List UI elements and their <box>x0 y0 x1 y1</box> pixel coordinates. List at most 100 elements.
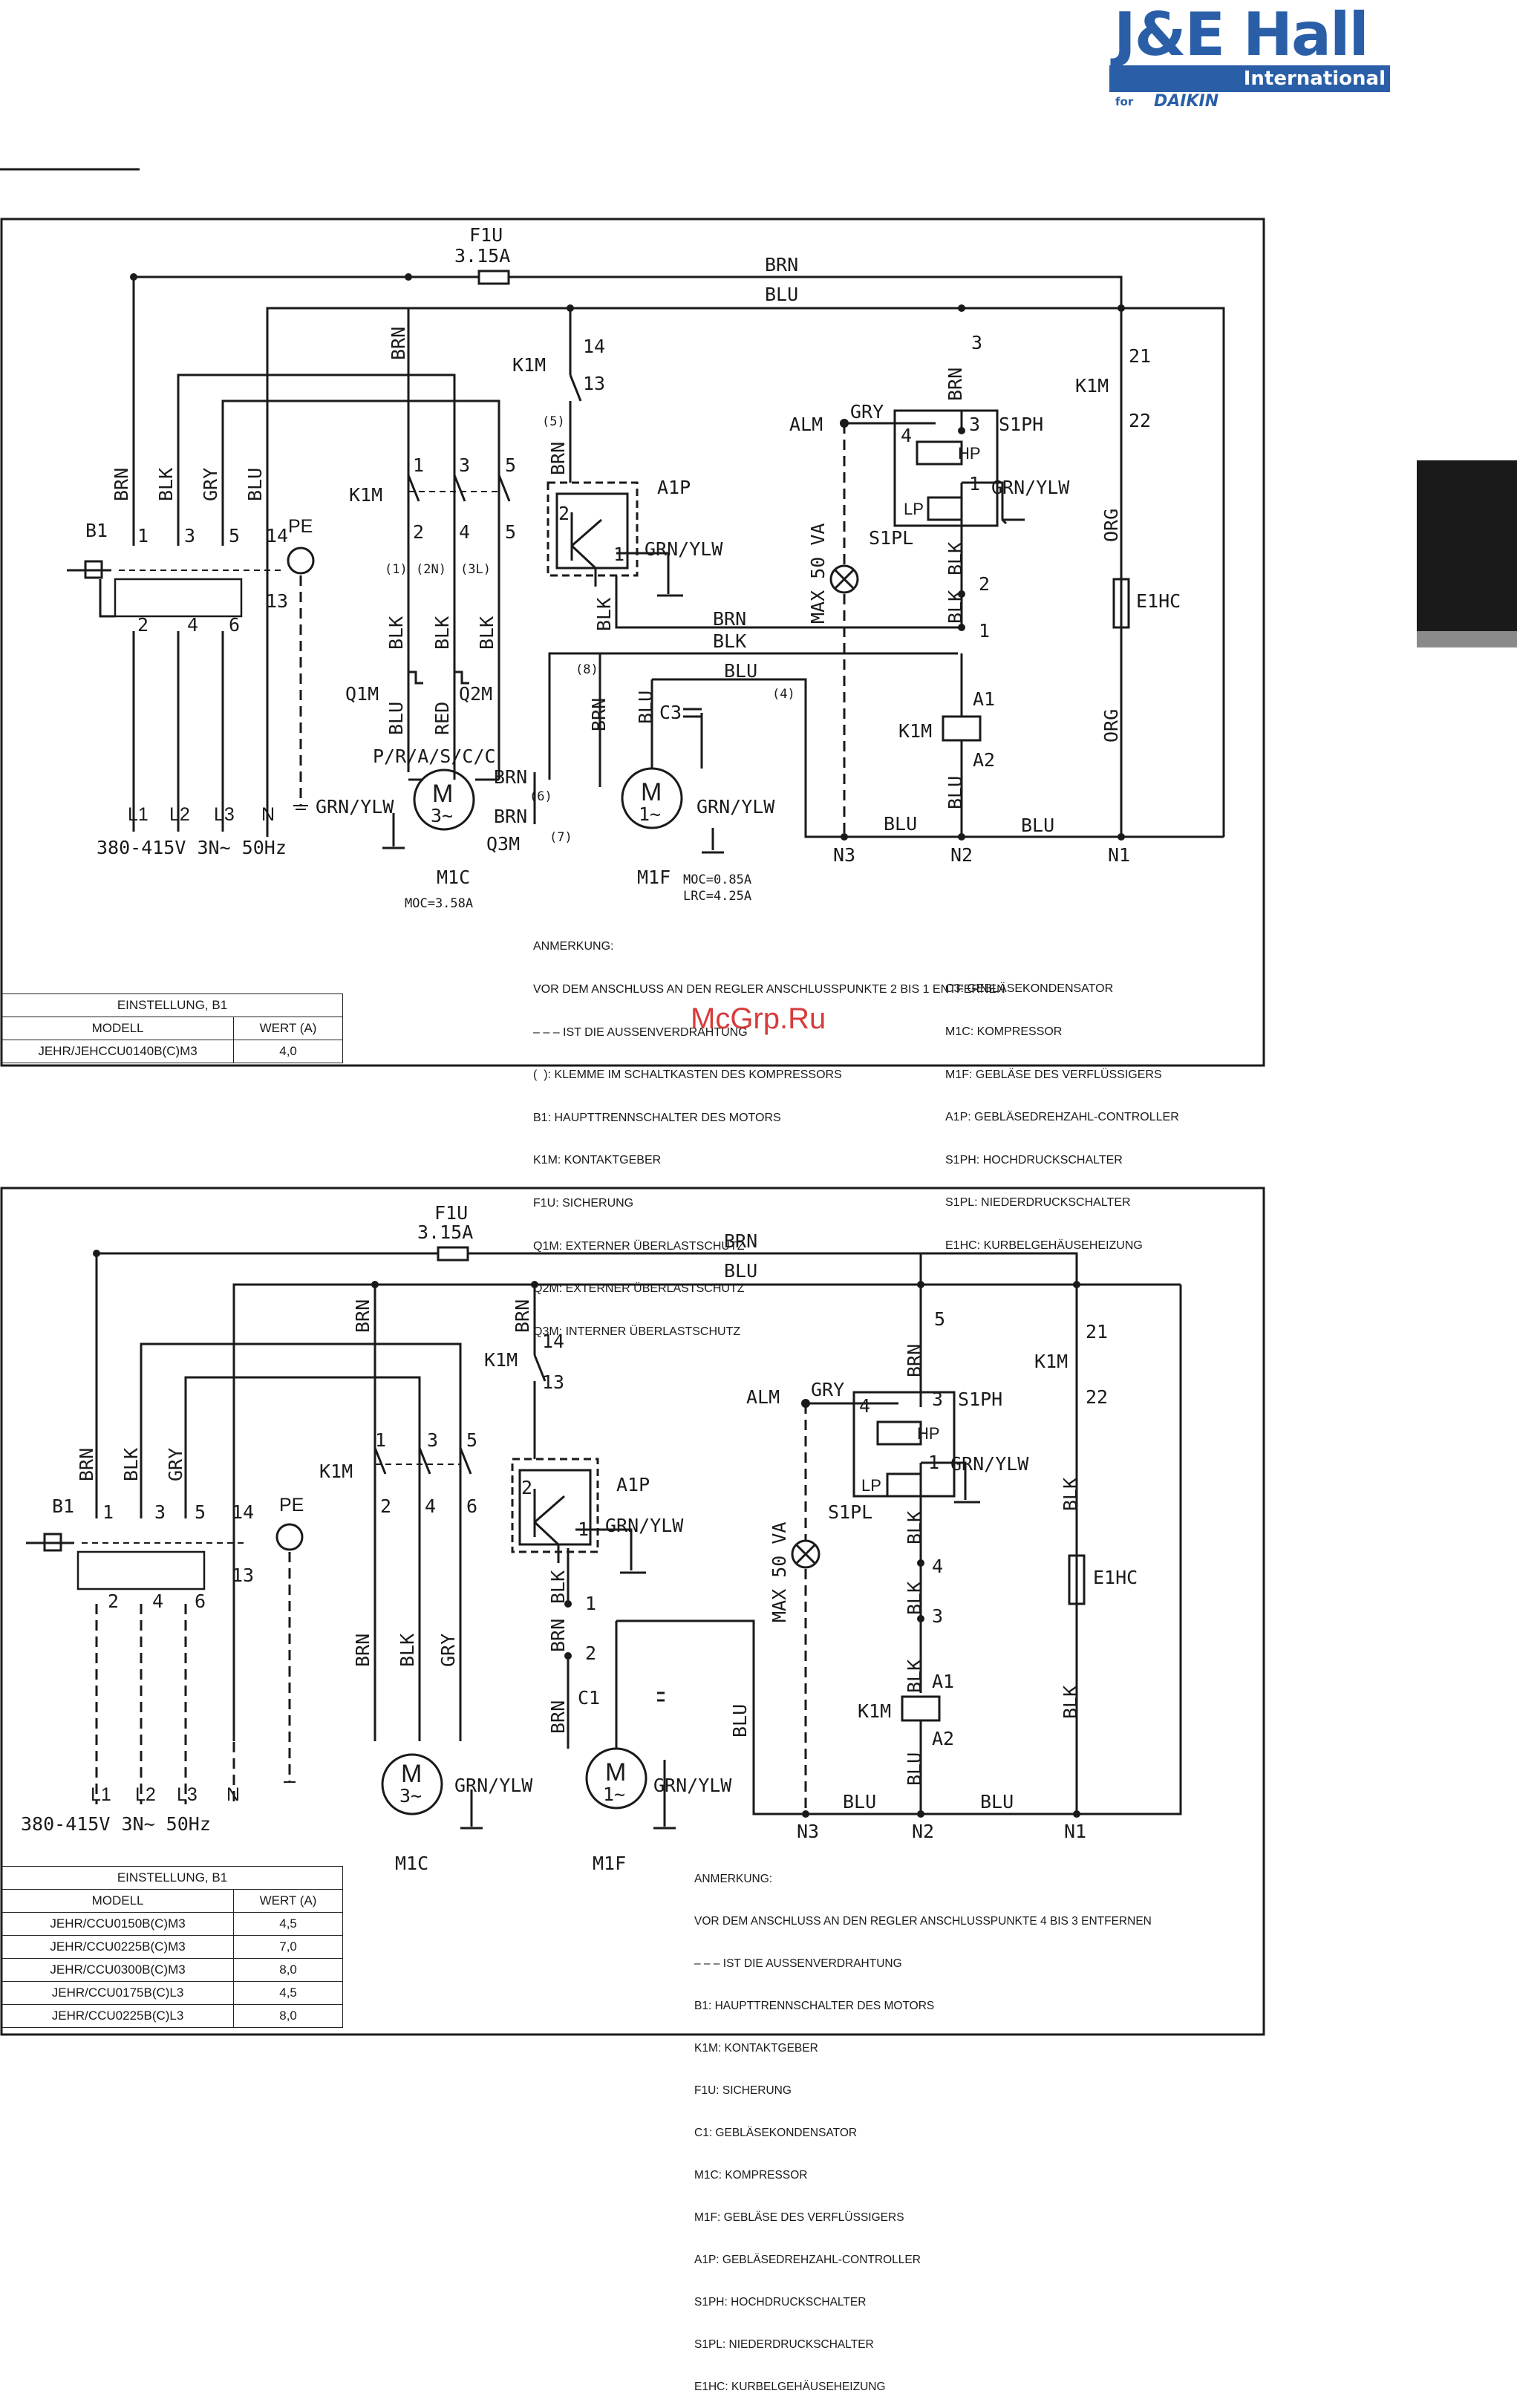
d2-k1m-t2: 2 <box>380 1495 391 1517</box>
d2-k1m-coil: K1M <box>858 1700 891 1722</box>
d2-node-2: 2 <box>585 1642 596 1664</box>
d2-m-gry: GRY <box>437 1634 459 1667</box>
d2-a1p-grnylw: GRN/YLW <box>605 1515 684 1536</box>
d1-blk-2: BLK <box>431 616 453 650</box>
d2-m1c: M1C <box>395 1853 428 1874</box>
d2-grn-ylw-c: GRN/YLW <box>454 1775 533 1796</box>
d2-hp: HP <box>917 1424 940 1443</box>
d1-b1-label: B1 <box>85 520 108 541</box>
d1-s1ph-3: 3 <box>969 414 980 435</box>
table-cell-value: 4,5 <box>233 1912 343 1936</box>
d2-l2: L2 <box>135 1784 156 1805</box>
d1-moc-c: MOC=3.58A <box>405 896 473 911</box>
d2-note: S1PH: HOCHDRUCKSCHALTER <box>694 2296 867 2309</box>
d1-q2m-label: Q2M <box>459 683 492 705</box>
d1-notes-left: ANMERKUNG: VOR DEM ANSCHLUSS AN DEN REGL… <box>533 911 1005 1353</box>
d1-k1m-t4: 4 <box>459 521 470 543</box>
d2-b1-t4: 4 <box>152 1590 163 1612</box>
d2-settings-table: EINSTELLUNG, B1 MODELL WERT (A) JEHR/CCU… <box>1 1866 343 2028</box>
d1-b1-t2: 2 <box>137 614 149 636</box>
d2-n3-blu: BLU <box>843 1791 876 1812</box>
d1-motor-phase: 3~ <box>431 805 453 826</box>
d1-org-1: ORG <box>1100 509 1122 542</box>
d1-top-3: 3 <box>971 332 982 353</box>
d1-note: S1PH: HOCHDRUCKSCHALTER <box>945 1153 1123 1167</box>
d1-b1-t13: 13 <box>266 590 288 612</box>
d1-fan-blu: BLU <box>724 660 757 682</box>
d2-n3: N3 <box>797 1821 819 1842</box>
table-header-value: WERT (A) <box>233 1889 343 1913</box>
d2-t14: 14 <box>542 1331 564 1352</box>
d1-note: K1M: KONTAKTGEBER <box>533 1154 662 1167</box>
d1-b1-t3: 3 <box>184 525 195 546</box>
d2-k1m-aux: K1M <box>484 1349 518 1371</box>
section-tab-shade <box>1417 631 1517 647</box>
d1-moc-f: MOC=0.85A <box>683 872 751 887</box>
d2-fuse-rating: 3.15A <box>417 1221 473 1243</box>
d2-m-blk: BLK <box>397 1634 418 1667</box>
d1-s1pl: S1PL <box>869 527 913 549</box>
d1-term-7: (7) <box>549 830 572 845</box>
brand-for: for <box>1115 95 1134 108</box>
table-cell-model: JEHR/CCU0175B(C)L3 <box>1 1981 235 2005</box>
table-cell-value: 8,0 <box>233 1958 343 1982</box>
d1-note: Q1M: EXTERNER ÜBERLASTSCHUTZ <box>533 1239 745 1253</box>
d2-n: N <box>226 1784 240 1805</box>
d1-term-6: (6) <box>529 789 552 804</box>
d1-note: VOR DEM ANSCHLUSS AN DEN REGLER ANSCHLUS… <box>533 983 1005 996</box>
table-cell-value: 4,5 <box>233 1981 343 2005</box>
d2-s1ph-3: 3 <box>932 1389 943 1410</box>
d2-b1-gry: GRY <box>165 1448 186 1481</box>
d2-k1m-t6: 6 <box>466 1495 477 1517</box>
table-header-model: MODELL <box>1 1017 235 1040</box>
d2-c1: C1 <box>578 1687 600 1709</box>
d2-a1: A1 <box>932 1671 954 1692</box>
d2-notes: ANMERKUNG: VOR DEM ANSCHLUSS AN DEN REGL… <box>694 1844 1152 2408</box>
d1-alm: ALM <box>789 414 823 435</box>
d1-m1c-brn-b: BRN <box>494 806 527 827</box>
d2-brn-v2: BRN <box>512 1299 533 1333</box>
d1-n1: N1 <box>1108 844 1130 866</box>
d1-settings-table: EINSTELLUNG, B1 MODELL WERT (A) JEHR/JEH… <box>1 993 343 1063</box>
d1-red-q2: RED <box>431 702 453 735</box>
brand-sub: International <box>1243 68 1386 90</box>
d2-brn-v1: BRN <box>352 1299 373 1333</box>
d2-s1pl-grn: GRN/YLW <box>950 1453 1029 1475</box>
d1-b1-t4: 4 <box>187 614 198 636</box>
table-cell-value: 4,0 <box>233 1040 343 1063</box>
d2-n2-blu: BLU <box>980 1791 1014 1812</box>
d1-lamp: MAX 50 VA <box>807 523 829 624</box>
table-cell-model: JEHR/CCU0300B(C)M3 <box>1 1958 235 1982</box>
d1-org-2: ORG <box>1100 709 1122 743</box>
table-row: JEHR/JEHCCU0140B(C)M3 4,0 <box>1 1040 343 1063</box>
d2-s1pl-1: 1 <box>928 1452 939 1473</box>
d1-k1m-t6: 5 <box>505 521 516 543</box>
d1-note: M1C: KOMPRESSOR <box>945 1025 1063 1039</box>
d2-b1-t2: 2 <box>108 1590 119 1612</box>
d2-b1-t1: 1 <box>102 1501 114 1523</box>
d1-t21: 21 <box>1129 345 1151 367</box>
d1-pe-label: PE <box>288 516 313 537</box>
d2-fan-blu: BLU <box>729 1704 751 1738</box>
d1-lp: LP <box>904 500 924 518</box>
d1-n2-blu: BLU <box>1021 815 1054 836</box>
d1-a1p-grnylw: GRN/YLW <box>645 538 723 560</box>
d2-k1m-t1: 1 <box>375 1429 386 1451</box>
d2-note: M1F: GEBLÄSE DES VERFLÜSSIGERS <box>694 2211 904 2224</box>
d2-b1-t6: 6 <box>195 1590 206 1612</box>
d1-b1-blu: BLU <box>244 468 266 501</box>
d2-note: VOR DEM ANSCHLUSS AN DEN REGLER ANSCHLUS… <box>694 1915 1152 1928</box>
d2-t3: 3 <box>932 1605 943 1627</box>
d2-s1ph: S1PH <box>958 1389 1002 1410</box>
d2-b1-t5: 5 <box>195 1501 206 1523</box>
d1-a1p-2: 2 <box>558 503 570 524</box>
d1-a1p-label: A1P <box>657 477 691 498</box>
table-cell-model: JEHR/CCU0150B(C)M3 <box>1 1912 235 1936</box>
d1-b1-t14: 14 <box>266 525 288 546</box>
d1-term-8: (8) <box>575 662 598 677</box>
d1-b1-blk: BLK <box>155 468 177 501</box>
d1-notes-right: C3: GEBLÄSEKONDENSATOR M1C: KOMPRESSOR M… <box>945 953 1179 1267</box>
d1-grn-ylw-f: GRN/YLW <box>696 796 775 818</box>
d1-n2: N2 <box>950 844 973 866</box>
d2-m-brn: BRN <box>352 1634 373 1667</box>
